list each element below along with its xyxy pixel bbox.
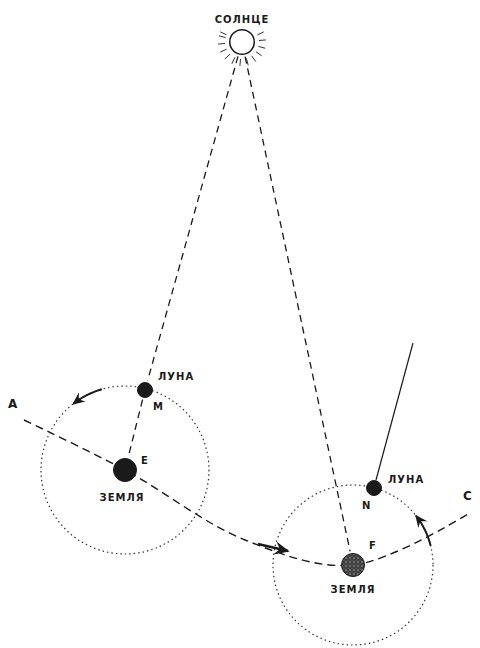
earth-circle bbox=[114, 459, 137, 482]
earth-label: ЗЕМЛЯ bbox=[331, 584, 376, 596]
sun-label: СОЛНЦЕ bbox=[215, 14, 270, 26]
node-outline bbox=[229, 29, 255, 55]
node-outline bbox=[341, 553, 365, 577]
sun-ray bbox=[225, 54, 230, 59]
moon-circle bbox=[367, 481, 382, 496]
sun-ray bbox=[258, 46, 265, 48]
sight-line bbox=[128, 400, 142, 457]
sight-line bbox=[245, 57, 350, 552]
point-letter: M bbox=[153, 401, 164, 413]
motion-arrow bbox=[73, 389, 102, 404]
moon-circle: ЛУНАN bbox=[366, 480, 382, 496]
sun-ray bbox=[239, 59, 241, 66]
node-outline bbox=[137, 382, 153, 398]
moon-circle: ЛУНАM bbox=[137, 382, 153, 398]
sun-ray bbox=[220, 32, 226, 35]
motion-arrow bbox=[258, 544, 288, 551]
sun-ray bbox=[252, 56, 256, 62]
moon-orbit bbox=[273, 485, 433, 645]
point-letter: F bbox=[369, 540, 377, 552]
moon-orbit bbox=[41, 386, 209, 554]
sun-ray bbox=[218, 43, 225, 45]
sun-circle: СОЛНЦЕ bbox=[229, 29, 255, 55]
sun-ray bbox=[219, 36, 226, 38]
sun-ray bbox=[257, 32, 263, 35]
direction-line bbox=[376, 343, 413, 480]
sun-ray bbox=[256, 52, 262, 56]
earth-label: ЗЕМЛЯ bbox=[100, 492, 145, 504]
earth-circle: FЗЕМЛЯ bbox=[341, 553, 365, 577]
orbit-point-label: A bbox=[8, 397, 18, 411]
earth-circle: EЗЕМЛЯ bbox=[113, 458, 137, 482]
sight-line bbox=[148, 56, 238, 380]
sun-ray bbox=[259, 39, 266, 41]
sun-ray bbox=[220, 49, 226, 52]
motion-arrow bbox=[416, 516, 431, 546]
sun-ray bbox=[232, 57, 235, 63]
node-outline bbox=[113, 458, 137, 482]
point-letter: N bbox=[362, 500, 371, 512]
moon-label: ЛУНА bbox=[158, 371, 194, 383]
orbit-point-label: C bbox=[463, 489, 473, 503]
node-outline bbox=[366, 480, 382, 496]
point-letter: E bbox=[141, 455, 149, 467]
moon-circle bbox=[138, 383, 153, 398]
sun-circle bbox=[230, 30, 255, 55]
earth-circle bbox=[342, 554, 365, 577]
moon-label: ЛУНА bbox=[388, 474, 424, 486]
earth-orbit bbox=[24, 420, 468, 566]
